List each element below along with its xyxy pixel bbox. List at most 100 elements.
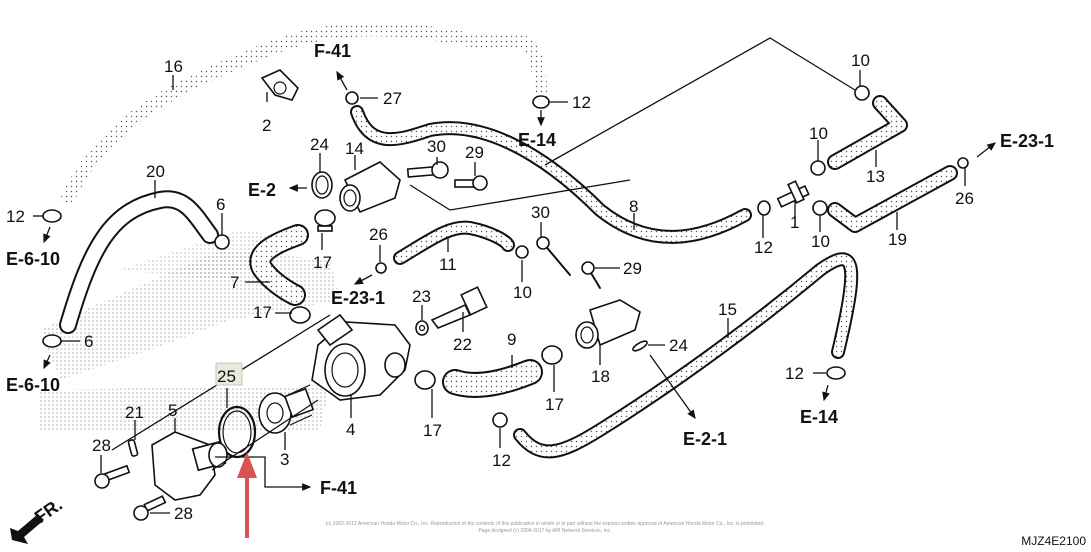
section-ref-link[interactable]: E-6-10 xyxy=(6,249,60,269)
part-label[interactable]: 10 xyxy=(809,124,828,143)
section-ref-link[interactable]: F-41 xyxy=(320,478,357,498)
washer-part-23[interactable] xyxy=(415,320,429,336)
section-ref-link[interactable]: E-23-1 xyxy=(1000,131,1054,151)
part-label[interactable]: 17 xyxy=(545,395,564,414)
clamp-part-10-low[interactable] xyxy=(812,200,828,216)
part-label[interactable]: 10 xyxy=(513,283,532,302)
outlet-part-18[interactable] xyxy=(575,299,641,349)
part-label[interactable]: 22 xyxy=(453,335,472,354)
part-label[interactable]: 12 xyxy=(6,207,25,226)
part-label[interactable]: 10 xyxy=(811,232,830,251)
part-label[interactable]: 5 xyxy=(168,401,177,420)
part-label[interactable]: 17 xyxy=(423,421,442,440)
clamp-part-17-right[interactable] xyxy=(541,345,563,365)
clamp-part-6-lower[interactable] xyxy=(42,334,62,348)
t-joint-part-1[interactable] xyxy=(776,180,810,208)
thermostat-housing-part-4[interactable] xyxy=(311,313,411,401)
part-label[interactable]: 19 xyxy=(888,230,907,249)
section-ref-link[interactable]: E-2 xyxy=(248,180,276,200)
clamp-part-12-bottom-right[interactable] xyxy=(826,366,846,380)
clamp-part-17-upper[interactable] xyxy=(314,209,336,232)
section-ref-link[interactable]: E-14 xyxy=(518,130,556,150)
o-ring-part-24-upper[interactable] xyxy=(311,171,333,199)
part-label[interactable]: 30 xyxy=(427,137,446,156)
bolt-part-30-upper[interactable] xyxy=(406,161,449,179)
part-label[interactable]: 29 xyxy=(465,143,484,162)
part-label-highlighted[interactable]: 25 xyxy=(217,367,236,386)
clamp-part-27[interactable] xyxy=(345,91,359,105)
part-label[interactable]: 10 xyxy=(851,51,870,70)
bolt-part-30-lower[interactable] xyxy=(536,236,571,276)
outlet-part-14[interactable] xyxy=(339,161,401,214)
bolt-part-28-bottom[interactable] xyxy=(133,495,167,521)
clamp-part-10-center[interactable] xyxy=(515,245,529,259)
part-label[interactable]: 26 xyxy=(955,189,974,208)
part-label[interactable]: 7 xyxy=(230,273,239,292)
clamp-part-17-center[interactable] xyxy=(414,370,436,390)
section-ref-link[interactable]: E-6-10 xyxy=(6,375,60,395)
hose-8[interactable] xyxy=(350,105,752,244)
part-label[interactable]: 24 xyxy=(669,336,688,355)
bolt-part-29-lower[interactable] xyxy=(581,261,601,289)
part-label[interactable]: 21 xyxy=(125,403,144,422)
bolt-part-28-left[interactable] xyxy=(94,464,131,489)
clamp-part-10-top[interactable] xyxy=(854,85,870,101)
clamp-part-12-left[interactable] xyxy=(42,209,62,223)
hose-11[interactable] xyxy=(393,220,515,265)
bolt-part-29-upper[interactable] xyxy=(454,175,488,191)
part-label[interactable]: 30 xyxy=(531,203,550,222)
part-label[interactable]: 3 xyxy=(280,450,289,469)
clamp-part-10-mid[interactable] xyxy=(810,160,826,176)
clamp-part-26-right[interactable] xyxy=(957,157,969,169)
part-label[interactable]: 24 xyxy=(310,135,329,154)
part-label[interactable]: 12 xyxy=(572,93,591,112)
section-ref-link[interactable]: E-14 xyxy=(800,407,838,427)
part-label[interactable]: 12 xyxy=(754,238,773,257)
clamp-part-12-bottom-center[interactable] xyxy=(492,412,508,428)
gasket-part-24-lower[interactable] xyxy=(632,339,649,352)
part-label[interactable]: 4 xyxy=(346,420,355,439)
part-label[interactable]: 26 xyxy=(369,225,388,244)
hose-20[interactable] xyxy=(59,190,219,334)
hose-7[interactable] xyxy=(249,224,309,306)
section-ref-link[interactable]: E-23-1 xyxy=(331,288,385,308)
hose-16[interactable] xyxy=(61,22,547,205)
hose-9[interactable] xyxy=(442,359,543,398)
part-label[interactable]: 15 xyxy=(718,300,737,319)
part-label[interactable]: 16 xyxy=(164,57,183,76)
clamp-part-6-upper[interactable] xyxy=(214,234,230,250)
part-label[interactable]: 12 xyxy=(492,451,511,470)
part-label[interactable]: 8 xyxy=(629,197,638,216)
thermostat-part-3[interactable] xyxy=(258,384,315,434)
section-ref-link[interactable]: F-41 xyxy=(314,41,351,61)
part-label[interactable]: 1 xyxy=(790,213,799,232)
part-label[interactable]: 23 xyxy=(412,287,431,306)
part-21[interactable] xyxy=(127,439,139,457)
hose-13[interactable] xyxy=(827,95,908,170)
part-label[interactable]: 17 xyxy=(253,303,272,322)
part-label[interactable]: 27 xyxy=(383,89,402,108)
part-label[interactable]: 6 xyxy=(216,195,225,214)
sensor-part-22[interactable] xyxy=(430,286,488,329)
clamp-part-26-mid[interactable] xyxy=(375,262,387,274)
clamp-part-17-left[interactable] xyxy=(289,306,311,324)
hose-19[interactable] xyxy=(827,165,958,233)
part-label[interactable]: 2 xyxy=(262,116,271,135)
part-label[interactable]: 13 xyxy=(866,167,885,186)
part-label[interactable]: 12 xyxy=(785,364,804,383)
part-label[interactable]: 9 xyxy=(507,330,516,349)
part-label[interactable]: 29 xyxy=(623,259,642,278)
part-label[interactable]: 6 xyxy=(84,332,93,351)
section-ref-link[interactable]: E-2-1 xyxy=(683,429,727,449)
part-label[interactable]: 28 xyxy=(92,436,111,455)
cover-part-5[interactable] xyxy=(151,431,228,501)
part-label[interactable]: 17 xyxy=(313,253,332,272)
part-label[interactable]: 11 xyxy=(439,255,457,274)
hose-15[interactable] xyxy=(513,252,859,459)
part-label[interactable]: 28 xyxy=(174,504,193,523)
part-label[interactable]: 14 xyxy=(345,139,364,158)
clamp-part-12-top[interactable] xyxy=(532,95,550,109)
part-label[interactable]: 18 xyxy=(591,367,610,386)
clamp-part-12-mid-right[interactable] xyxy=(757,200,771,216)
clamp-part-2[interactable] xyxy=(260,69,299,101)
